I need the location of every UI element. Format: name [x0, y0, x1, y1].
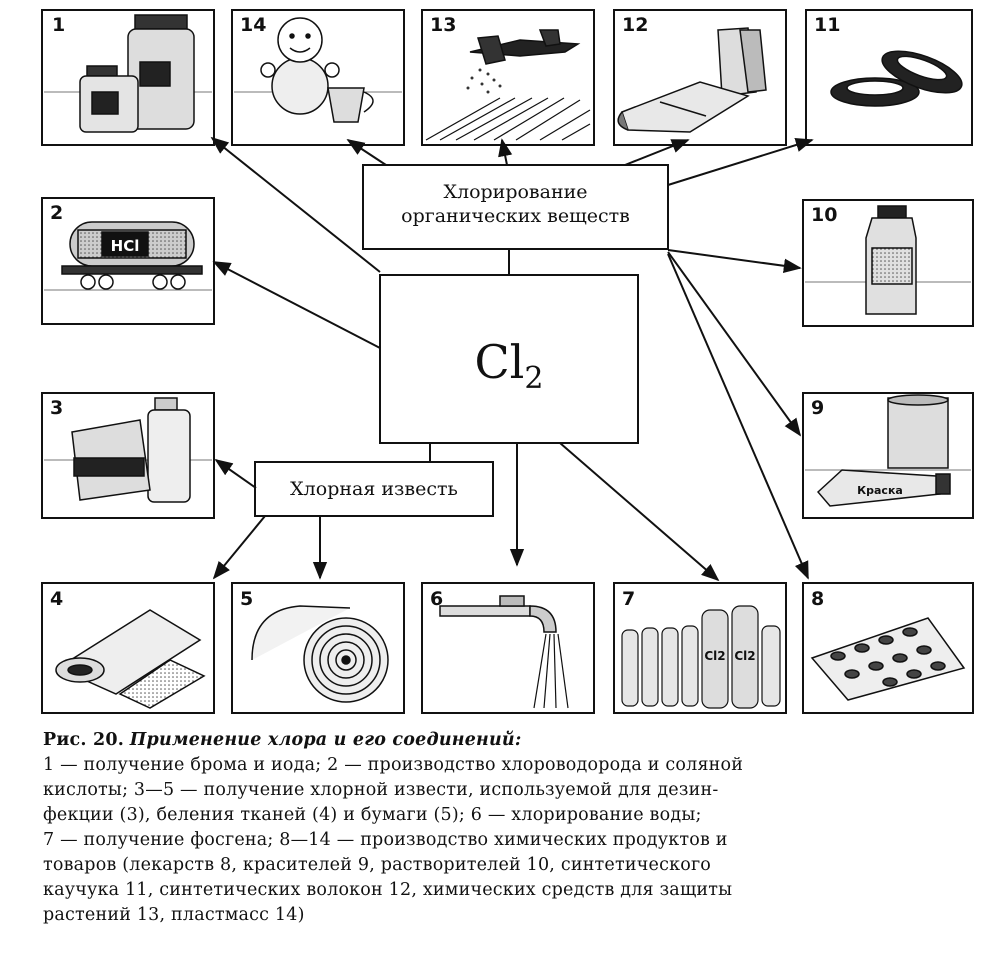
- panel-5-frame: [231, 582, 405, 714]
- panel-7-number: 7: [622, 588, 636, 610]
- arrow-to-1: [210, 136, 381, 273]
- jars-illustration: [44, 14, 212, 133]
- figure-caption: Рис. 20. Применение хлора и его соединен…: [43, 728, 978, 928]
- panel-7-frame: [613, 582, 787, 714]
- toy-illustration: [234, 17, 402, 123]
- paint-illustration: [805, 394, 971, 507]
- chlorination-label-line-1: Хлорирование: [443, 181, 588, 203]
- panel-2-frame: [41, 197, 215, 325]
- arrow-to-13: [498, 138, 513, 166]
- panel-3-frame: [41, 392, 215, 519]
- panel-9-number: 9: [811, 397, 825, 419]
- panel-4-frame: [41, 582, 215, 714]
- caption-line-1: 1 — получение брома и иода; 2 — производ…: [43, 755, 744, 775]
- panel-8-frame: [802, 582, 974, 714]
- panel-11-frame: [805, 9, 973, 146]
- caption-line-4: 7 — получение фосгена; 8—14 — производст…: [43, 830, 728, 850]
- panel-3-number: 3: [50, 397, 64, 419]
- arrow-to-7: [559, 442, 720, 582]
- panel-6-frame: [421, 582, 595, 714]
- arrow-to-14: [346, 139, 387, 166]
- tyres-illustration: [830, 50, 963, 107]
- diagram: HCl Краска: [41, 9, 974, 714]
- panel-8-number: 8: [811, 588, 825, 610]
- chlorination-box: [362, 164, 669, 250]
- panel-9-frame: [802, 392, 974, 519]
- chlorination-label-line-2: органических веществ: [401, 205, 630, 227]
- cylinder-label-2: Cl2: [734, 649, 755, 663]
- tank-wagon-illustration: [44, 221, 212, 291]
- chlorination-label: Хлорирование органических веществ: [363, 180, 668, 228]
- rolled-fabric-illustration: [55, 609, 206, 709]
- panel-13-number: 13: [430, 14, 457, 36]
- caption-line-3: фекции (3), беления тканей (4) и бумаги …: [43, 805, 702, 825]
- panel-12-number: 12: [622, 14, 649, 36]
- panel-10-number: 10: [811, 204, 838, 226]
- figure-number: Рис. 20.: [43, 730, 125, 750]
- solvent-bottle-illustration: [805, 205, 971, 315]
- cl2-box: [379, 274, 639, 444]
- fibre-illustration: [617, 27, 767, 133]
- figure-title: Применение хлора и его соединений:: [129, 730, 522, 750]
- panel-1-number: 1: [52, 14, 66, 36]
- caption-heading: Рис. 20. Применение хлора и его соединен…: [43, 728, 978, 753]
- bleach-fabric-illustration: [44, 397, 212, 503]
- arrow-to-8: [667, 253, 809, 580]
- arrow-to-4: [212, 515, 266, 580]
- panel-14-frame: [231, 9, 405, 146]
- cylinders-illustration: [621, 605, 781, 709]
- panel-1-frame: [41, 9, 215, 146]
- paper-roll-illustration: [251, 605, 389, 703]
- diagram-canvas: HCl Краска: [41, 9, 974, 714]
- arrow-to-12: [624, 139, 690, 166]
- panel-5-number: 5: [240, 588, 254, 610]
- panel-11-number: 11: [814, 14, 841, 36]
- arrow-to-11: [667, 137, 814, 186]
- arrow-to-9: [667, 251, 802, 437]
- cl2-symbol: Cl: [474, 335, 525, 389]
- bleach-label: Хлорная известь: [290, 478, 458, 500]
- pill-blister-illustration: [810, 617, 966, 701]
- panel-2-number: 2: [50, 202, 64, 224]
- panel-2-hcl-label: HCl: [111, 237, 140, 255]
- arrow-to-3: [214, 458, 257, 489]
- panel-6-number: 6: [430, 588, 444, 610]
- panel-10-frame: [802, 199, 974, 327]
- cl2-subscript: 2: [524, 361, 544, 397]
- panel-9-paint-label: Краска: [857, 484, 903, 497]
- panel-12-frame: [613, 9, 787, 146]
- plane-illustration: [425, 29, 591, 141]
- arrow-to-2: [212, 261, 381, 349]
- water-tap-illustration: [439, 595, 569, 709]
- panel-14-number: 14: [240, 14, 267, 36]
- caption-line-5: товаров (лекарств 8, красителей 9, раств…: [43, 855, 712, 875]
- arrow-to-10: [667, 249, 802, 273]
- cl2-formula: Cl2: [380, 335, 638, 396]
- caption-line-6: каучука 11, синтетических волокон 12, хи…: [43, 880, 733, 900]
- caption-line-7: растений 13, пластмасс 14): [43, 905, 305, 925]
- cylinder-label-1: Cl2: [704, 649, 725, 663]
- caption-line-2: кислоты; 3—5 — получение хлорной извести…: [43, 780, 719, 800]
- bleach-box: [254, 461, 494, 517]
- panel-4-number: 4: [50, 588, 64, 610]
